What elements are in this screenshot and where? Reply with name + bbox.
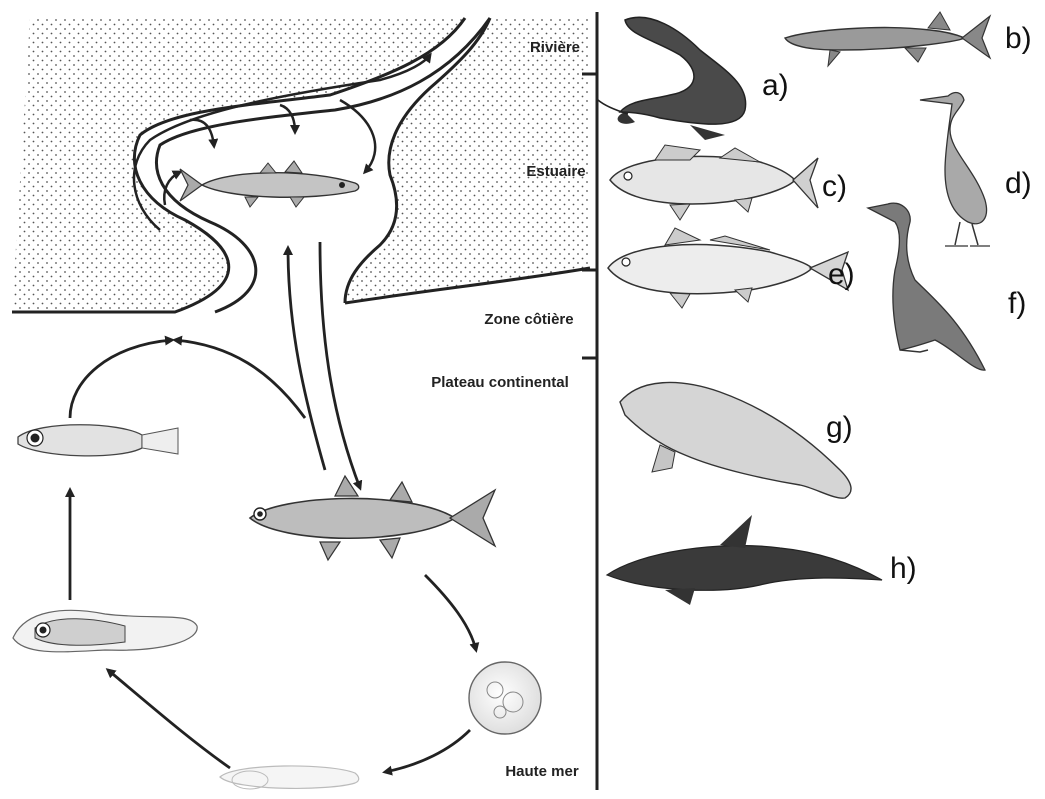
mullet-estuary-icon xyxy=(180,161,359,207)
species-label-a: a) xyxy=(762,69,789,102)
yolk-sac-larva-icon xyxy=(220,766,359,789)
species-label-c: c) xyxy=(822,170,847,203)
species-label-h: h) xyxy=(890,552,917,585)
zone-label-estuaire: Estuaire xyxy=(526,163,585,180)
arrow-estuary-2 xyxy=(280,105,295,132)
species-label-e: e) xyxy=(828,258,855,291)
pike-icon xyxy=(785,12,990,66)
egg-icon xyxy=(469,662,541,734)
zone-label-cotiere: Zone côtière xyxy=(484,311,573,328)
zone-label-riviere: Rivière xyxy=(530,39,580,56)
species-label-f: f) xyxy=(1008,287,1026,320)
species-label-g: g) xyxy=(826,411,853,444)
arrow-estuary-4 xyxy=(164,172,180,205)
juvenile-fish-icon xyxy=(18,425,178,456)
arrow-adult-to-egg xyxy=(425,575,476,650)
larva-icon xyxy=(13,610,197,651)
arrow-yolk-to-larva xyxy=(108,670,230,768)
seabass-icon xyxy=(610,145,818,220)
catfish-icon xyxy=(598,17,746,140)
arrow-estuary-3 xyxy=(340,100,375,172)
heron-icon xyxy=(920,93,990,246)
species-label-d: d) xyxy=(1005,167,1032,200)
arrow-estuary-1 xyxy=(190,120,214,146)
zone-label-haute-mer: Haute mer xyxy=(505,763,579,780)
land-area xyxy=(12,18,590,312)
cormorant-icon xyxy=(868,203,985,370)
zone-label-plateau: Plateau continental xyxy=(431,374,569,391)
arrow-juvenile-to-coast xyxy=(70,340,172,418)
species-label-b: b) xyxy=(1005,22,1032,55)
seal-icon xyxy=(620,383,851,499)
arrow-egg-to-yolk xyxy=(385,730,470,772)
arrow-coast-branch xyxy=(175,340,305,418)
mullet-adult-icon xyxy=(250,476,495,560)
dolphin-icon xyxy=(607,515,882,605)
meagre-icon xyxy=(608,228,848,308)
